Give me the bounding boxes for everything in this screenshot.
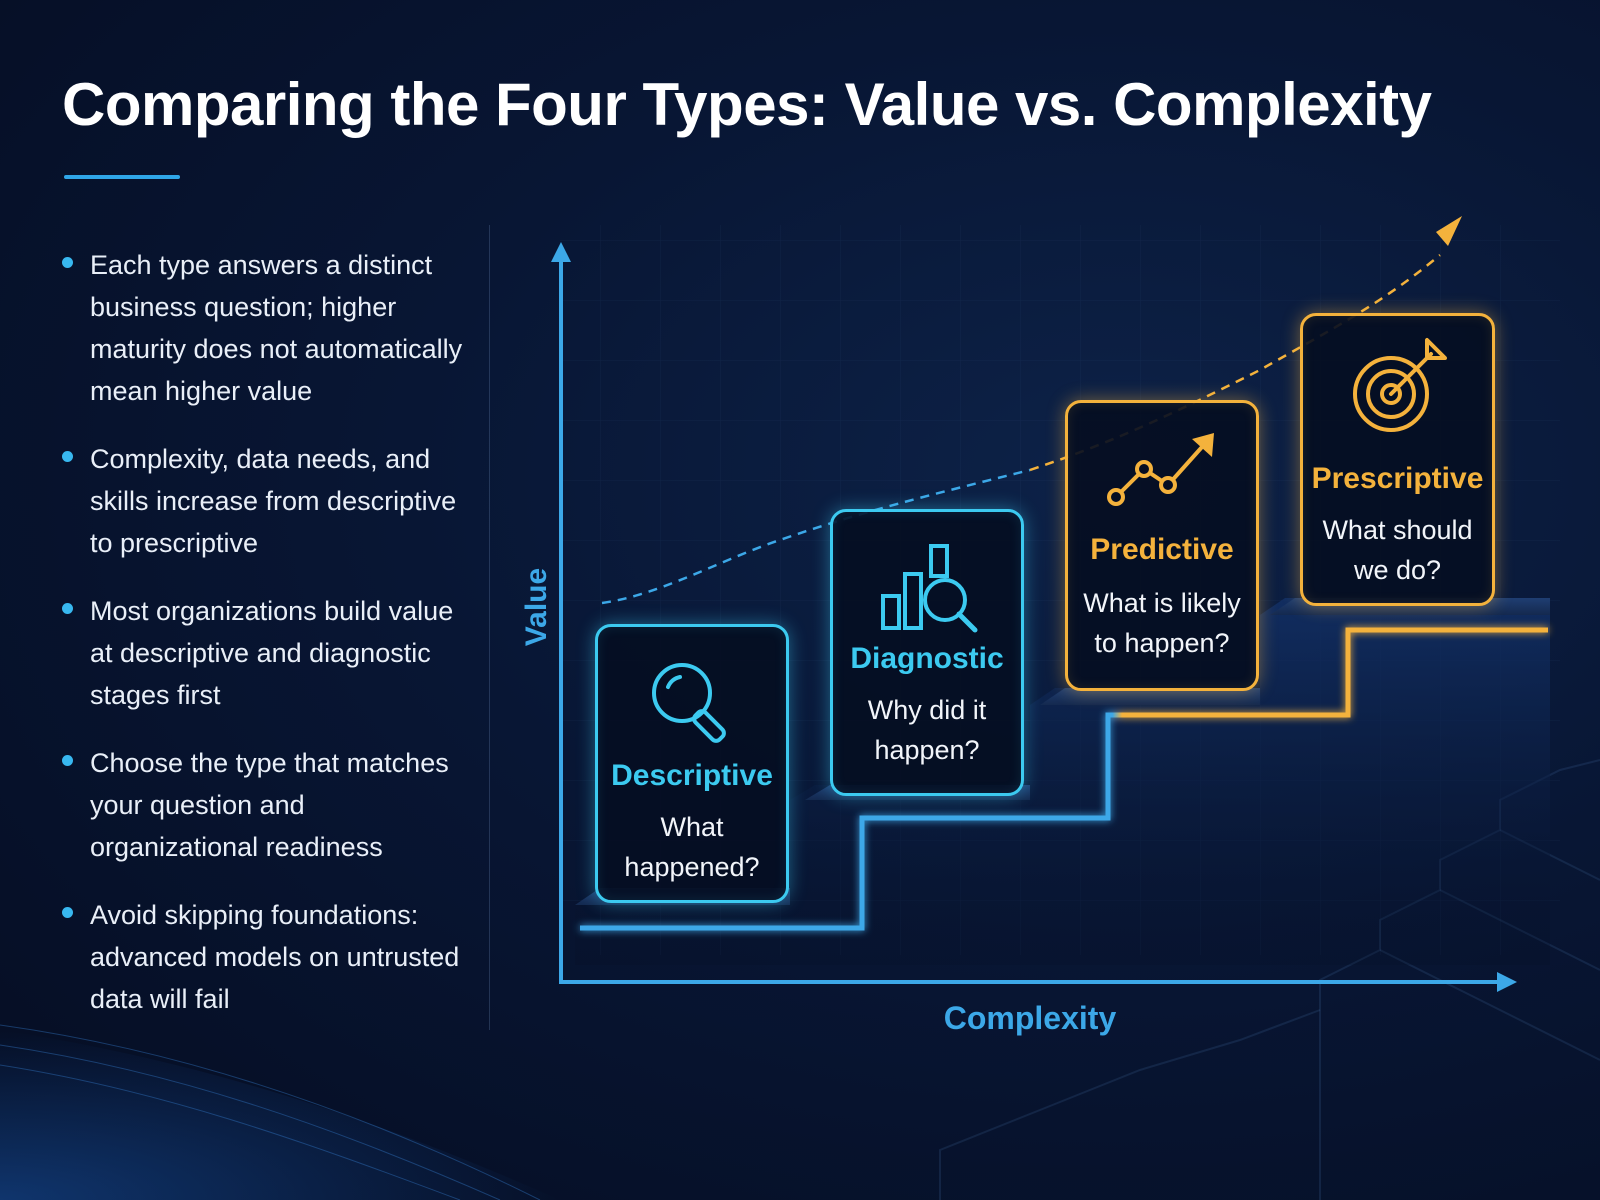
title-underline <box>64 175 180 179</box>
step-top-3 <box>1040 688 1260 705</box>
column-divider <box>489 225 490 1030</box>
bullet-item: Complexity, data needs, and skills incre… <box>60 438 480 564</box>
stage-card-descriptive: Descriptive What happened? <box>595 624 789 903</box>
bullet-text: Each type answers a distinct business qu… <box>90 250 463 406</box>
decorative-wave <box>0 1030 560 1200</box>
bullet-text: Avoid skipping foundations: advanced mod… <box>90 900 460 1014</box>
bullet-text: Complexity, data needs, and skills incre… <box>90 444 457 558</box>
staircase-body <box>575 598 1550 965</box>
x-axis-arrow <box>1497 972 1517 992</box>
bullet-dot-icon <box>62 603 73 614</box>
slide-title: Comparing the Four Types: Value vs. Comp… <box>62 71 1432 138</box>
target-arrow-icon <box>1352 338 1447 432</box>
bullet-item: Most organizations build value at descri… <box>60 590 480 716</box>
bullet-text: Most organizations build value at descri… <box>90 596 454 710</box>
stage-name: Descriptive <box>611 759 773 792</box>
bullet-item: Avoid skipping foundations: advanced mod… <box>60 894 480 1020</box>
trend-line-icon <box>1107 433 1214 506</box>
bullet-dot-icon <box>62 907 73 918</box>
stair-glow-line <box>580 627 1548 931</box>
trend-arrow-head <box>1436 216 1462 246</box>
stage-card-diagnostic: Diagnostic Why did it happen? <box>830 509 1024 796</box>
stage-question: What happened? <box>624 812 760 882</box>
stage-question: What is likely to happen? <box>1083 588 1241 658</box>
stage-question: What should we do? <box>1322 515 1473 585</box>
bullet-item: Choose the type that matches your questi… <box>60 742 480 868</box>
bullet-item: Each type answers a distinct business qu… <box>60 244 480 412</box>
magnifier-icon <box>652 663 726 743</box>
stage-card-prescriptive: Prescriptive What should we do? <box>1300 313 1495 606</box>
bullet-text: Choose the type that matches your questi… <box>90 748 449 862</box>
bullet-list: Each type answers a distinct business qu… <box>60 244 480 1046</box>
stage-card-predictive: Predictive What is likely to happen? <box>1065 400 1259 691</box>
stage-name: Diagnostic <box>850 642 1004 675</box>
bullet-dot-icon <box>62 451 73 462</box>
y-axis-label: Value <box>520 567 553 647</box>
bullet-dot-icon <box>62 755 73 766</box>
stage-name: Predictive <box>1090 533 1234 566</box>
stage-question: Why did it happen? <box>867 695 987 765</box>
trend-curve-blue <box>601 468 1031 605</box>
x-axis-label: Complexity <box>943 1000 1117 1036</box>
decorative-wave-lines <box>0 1024 541 1200</box>
bar-chart-magnifier-icon <box>881 544 978 633</box>
y-axis-arrow <box>551 242 571 262</box>
bullet-dot-icon <box>62 257 73 268</box>
stage-name: Prescriptive <box>1311 462 1484 495</box>
